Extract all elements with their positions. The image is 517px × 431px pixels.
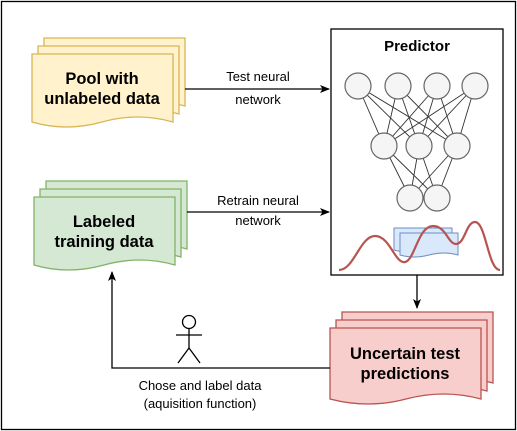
edge-retrain-label-line1: Retrain neural [217, 193, 299, 208]
edge-test-label-line1: Test neural [226, 69, 290, 84]
labeled-training-node[interactable]: Labeled training data [33, 180, 188, 271]
predictor-node[interactable]: Predictor [330, 28, 504, 276]
pool-unlabeled-node[interactable]: Pool with unlabeled data [31, 37, 186, 128]
edge-chose-label-line1: Chose and label data [139, 378, 263, 393]
labeled-label-line1: Labeled [73, 213, 135, 231]
edge-test[interactable]: Test neural network [185, 69, 330, 107]
neural-network-icon [344, 72, 489, 212]
edge-test-label-line2: network [235, 92, 281, 107]
edge-chose-label-line2: (aquisition function) [144, 396, 257, 411]
edge-chose[interactable]: Chose and label data (aquisition functio… [108, 271, 330, 411]
predictor-title: Predictor [384, 38, 450, 55]
pool-label-line1: Pool with [65, 70, 138, 88]
pool-label-line2: unlabeled data [44, 90, 160, 108]
uncertain-label-line1: Uncertain test [350, 345, 461, 363]
actor-icon [176, 314, 202, 364]
labeled-label-line2: training data [54, 233, 154, 251]
uncertain-label-line2: predictions [361, 365, 450, 383]
edge-retrain[interactable]: Retrain neural network [187, 193, 330, 228]
gaussian-curve-icon [338, 220, 501, 272]
uncertain-predictions-node[interactable]: Uncertain test predictions [329, 311, 494, 405]
edge-retrain-label-line2: network [235, 213, 281, 228]
